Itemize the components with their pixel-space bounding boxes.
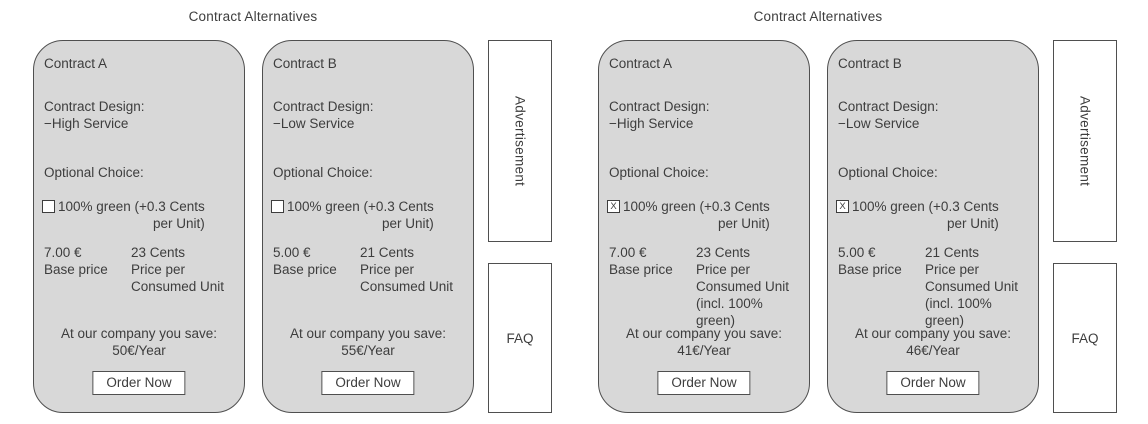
savings-amount: 46€/Year <box>906 343 960 358</box>
base-price-label: Base price <box>609 262 673 277</box>
order-now-button[interactable]: Order Now <box>886 371 980 395</box>
green-option-checkbox[interactable]: X <box>607 200 620 213</box>
optional-choice-label: Optional Choice: <box>44 165 144 180</box>
green-option-label: 100% green (+0.3 Cents per Unit) <box>58 199 205 231</box>
unit-price-label: Consumed Unit <box>696 279 790 294</box>
green-option-label: 100% green (+0.3 Cents per Unit) <box>623 199 770 231</box>
green-option-row: 100% green (+0.3 Cents per Unit) <box>42 198 205 232</box>
unit-price-label: Consumed Unit <box>131 279 225 294</box>
base-price-value: 7.00 € <box>44 245 82 260</box>
order-now-button[interactable]: Order Now <box>92 371 186 395</box>
unit-price-label: Price per <box>131 262 186 277</box>
savings-amount: 50€/Year <box>112 343 166 358</box>
contract-design-value: −Low Service <box>838 116 920 131</box>
unit-price-label: (incl. 100% green) <box>696 296 763 328</box>
panel-title: Contract Alternatives <box>753 9 883 24</box>
base-price: 7.00 € Base price <box>609 244 696 329</box>
contract-design: Contract Design: −High Service <box>609 98 710 132</box>
contract-design-label: Contract Design: <box>44 99 145 114</box>
unit-price-label: (incl. 100% green) <box>925 296 992 328</box>
order-now-button[interactable]: Order Now <box>657 371 751 395</box>
contract-design-value: −High Service <box>609 116 694 131</box>
contract-card: Contract B Contract Design: −Low Service… <box>262 40 474 413</box>
savings-block: At our company you save: 55€/Year <box>263 325 473 359</box>
green-option-checkbox[interactable]: X <box>836 200 849 213</box>
savings-amount: 55€/Year <box>341 343 395 358</box>
unit-price-label: Price per <box>360 262 415 277</box>
faq-box[interactable]: FAQ <box>488 263 552 413</box>
unit-price-label: Consumed Unit <box>360 279 454 294</box>
faq-label: FAQ <box>506 330 534 346</box>
green-option-row: X 100% green (+0.3 Cents per Unit) <box>836 198 999 232</box>
base-price: 5.00 € Base price <box>273 244 360 295</box>
savings-amount: 41€/Year <box>677 343 731 358</box>
contract-card: Contract A Contract Design: −High Servic… <box>33 40 245 413</box>
unit-price: 23 Cents Price per Consumed Unit (incl. … <box>696 244 801 329</box>
base-price-value: 5.00 € <box>273 245 311 260</box>
contract-design-label: Contract Design: <box>838 99 939 114</box>
green-option-label: 100% green (+0.3 Cents per Unit) <box>287 199 434 231</box>
contract-design-label: Contract Design: <box>273 99 374 114</box>
price-block: 7.00 € Base price 23 Cents Price per Con… <box>44 244 236 295</box>
contract-panel: Contract Alternatives Contract A Contrac… <box>565 0 1148 424</box>
advertisement-box[interactable]: Advertisement <box>488 40 552 242</box>
base-price-value: 7.00 € <box>609 245 647 260</box>
price-block: 5.00 € Base price 21 Cents Price per Con… <box>838 244 1030 329</box>
base-price-value: 5.00 € <box>838 245 876 260</box>
contract-design-label: Contract Design: <box>609 99 710 114</box>
green-option-checkbox[interactable] <box>42 200 55 213</box>
contract-name: Contract A <box>44 56 108 71</box>
base-price-label: Base price <box>44 262 108 277</box>
unit-price-value: 21 Cents <box>360 245 415 260</box>
base-price: 7.00 € Base price <box>44 244 131 295</box>
faq-label: FAQ <box>1071 330 1099 346</box>
panel-title: Contract Alternatives <box>188 9 318 24</box>
advertisement-label: Advertisement <box>512 95 528 187</box>
green-option-label: 100% green (+0.3 Cents per Unit) <box>852 199 999 231</box>
savings-block: At our company you save: 41€/Year <box>599 325 809 359</box>
contract-name: Contract B <box>273 56 337 71</box>
green-option-checkbox[interactable] <box>271 200 284 213</box>
price-block: 7.00 € Base price 23 Cents Price per Con… <box>609 244 801 329</box>
unit-price-label: Price per <box>925 262 980 277</box>
unit-price-label: Consumed Unit <box>925 279 1019 294</box>
contract-design-value: −High Service <box>44 116 129 131</box>
green-option-row: 100% green (+0.3 Cents per Unit) <box>271 198 434 232</box>
savings-text: At our company you save: <box>854 326 1012 341</box>
base-price-label: Base price <box>273 262 337 277</box>
base-price: 5.00 € Base price <box>838 244 925 329</box>
contract-design: Contract Design: −Low Service <box>273 98 374 132</box>
contract-card: Contract B Contract Design: −Low Service… <box>827 40 1039 413</box>
price-block: 5.00 € Base price 21 Cents Price per Con… <box>273 244 465 295</box>
savings-block: At our company you save: 50€/Year <box>34 325 244 359</box>
advertisement-label: Advertisement <box>1077 95 1093 187</box>
savings-text: At our company you save: <box>60 326 218 341</box>
contract-name: Contract B <box>838 56 902 71</box>
optional-choice-label: Optional Choice: <box>609 165 709 180</box>
unit-price: 21 Cents Price per Consumed Unit (incl. … <box>925 244 1030 329</box>
optional-choice-label: Optional Choice: <box>838 165 938 180</box>
contract-card: Contract A Contract Design: −High Servic… <box>598 40 810 413</box>
advertisement-box[interactable]: Advertisement <box>1053 40 1117 242</box>
contract-panel: Contract Alternatives Contract A Contrac… <box>33 9 552 413</box>
contract-design-value: −Low Service <box>273 116 355 131</box>
contract-name: Contract A <box>609 56 673 71</box>
unit-price: 23 Cents Price per Consumed Unit <box>131 244 236 295</box>
optional-choice-label: Optional Choice: <box>273 165 373 180</box>
contract-design: Contract Design: −High Service <box>44 98 145 132</box>
savings-block: At our company you save: 46€/Year <box>828 325 1038 359</box>
unit-price-label: Price per <box>696 262 751 277</box>
unit-price-value: 23 Cents <box>131 245 186 260</box>
unit-price: 21 Cents Price per Consumed Unit <box>360 244 465 295</box>
base-price-label: Base price <box>838 262 902 277</box>
unit-price-value: 23 Cents <box>696 245 751 260</box>
faq-box[interactable]: FAQ <box>1053 263 1117 413</box>
savings-text: At our company you save: <box>289 326 447 341</box>
green-option-row: X 100% green (+0.3 Cents per Unit) <box>607 198 770 232</box>
savings-text: At our company you save: <box>625 326 783 341</box>
order-now-button[interactable]: Order Now <box>321 371 415 395</box>
unit-price-value: 21 Cents <box>925 245 980 260</box>
contract-design: Contract Design: −Low Service <box>838 98 939 132</box>
